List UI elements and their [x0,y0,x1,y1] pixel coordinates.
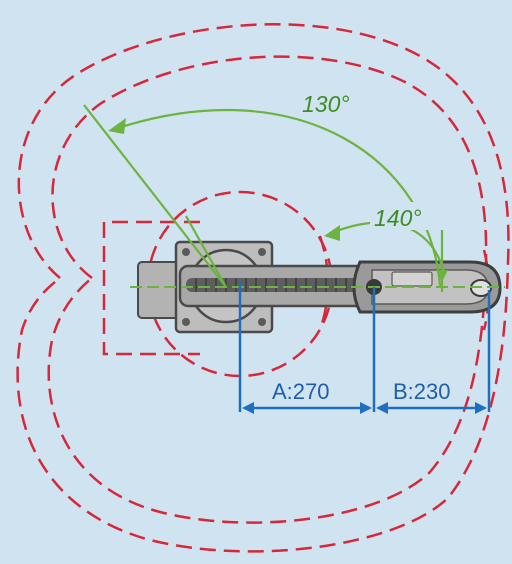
cable-duct [186,278,374,292]
inner-workspace-boundary [47,55,488,524]
base-clearance-outline [102,220,200,356]
angle-130-arc [117,108,442,287]
outer-workspace-boundary [16,23,510,553]
angle-140-arrowhead [324,225,340,241]
dimension-lines [238,282,491,412]
inner-rotation-line [185,215,227,288]
angle-130-arrowhead [108,118,126,134]
angle-130-label: 130° [302,91,350,117]
tool-arrowhead [436,270,448,282]
mount-hole-br [258,318,266,326]
dim-a-label: A:270 [272,379,330,404]
outer-rotation-line [83,104,227,288]
mount-hole-tl [182,248,190,256]
dim-a-arrow-left [242,402,254,414]
dim-b-arrow-right [475,402,487,414]
dim-b-arrow-left [376,402,388,414]
angle-130-label-bg [300,88,360,116]
dim-b-label: B:230 [393,379,451,404]
mount-hole-tr [258,248,266,256]
mount-hole-bl [182,318,190,326]
dimension-arrowheads [242,402,487,414]
angle-140-label: 140° [374,205,422,231]
dim-a-arrow-right [360,402,372,414]
tool-sweep-arc [482,249,491,331]
angle-140-label-bg [370,202,430,230]
forearm-cover [391,271,433,287]
